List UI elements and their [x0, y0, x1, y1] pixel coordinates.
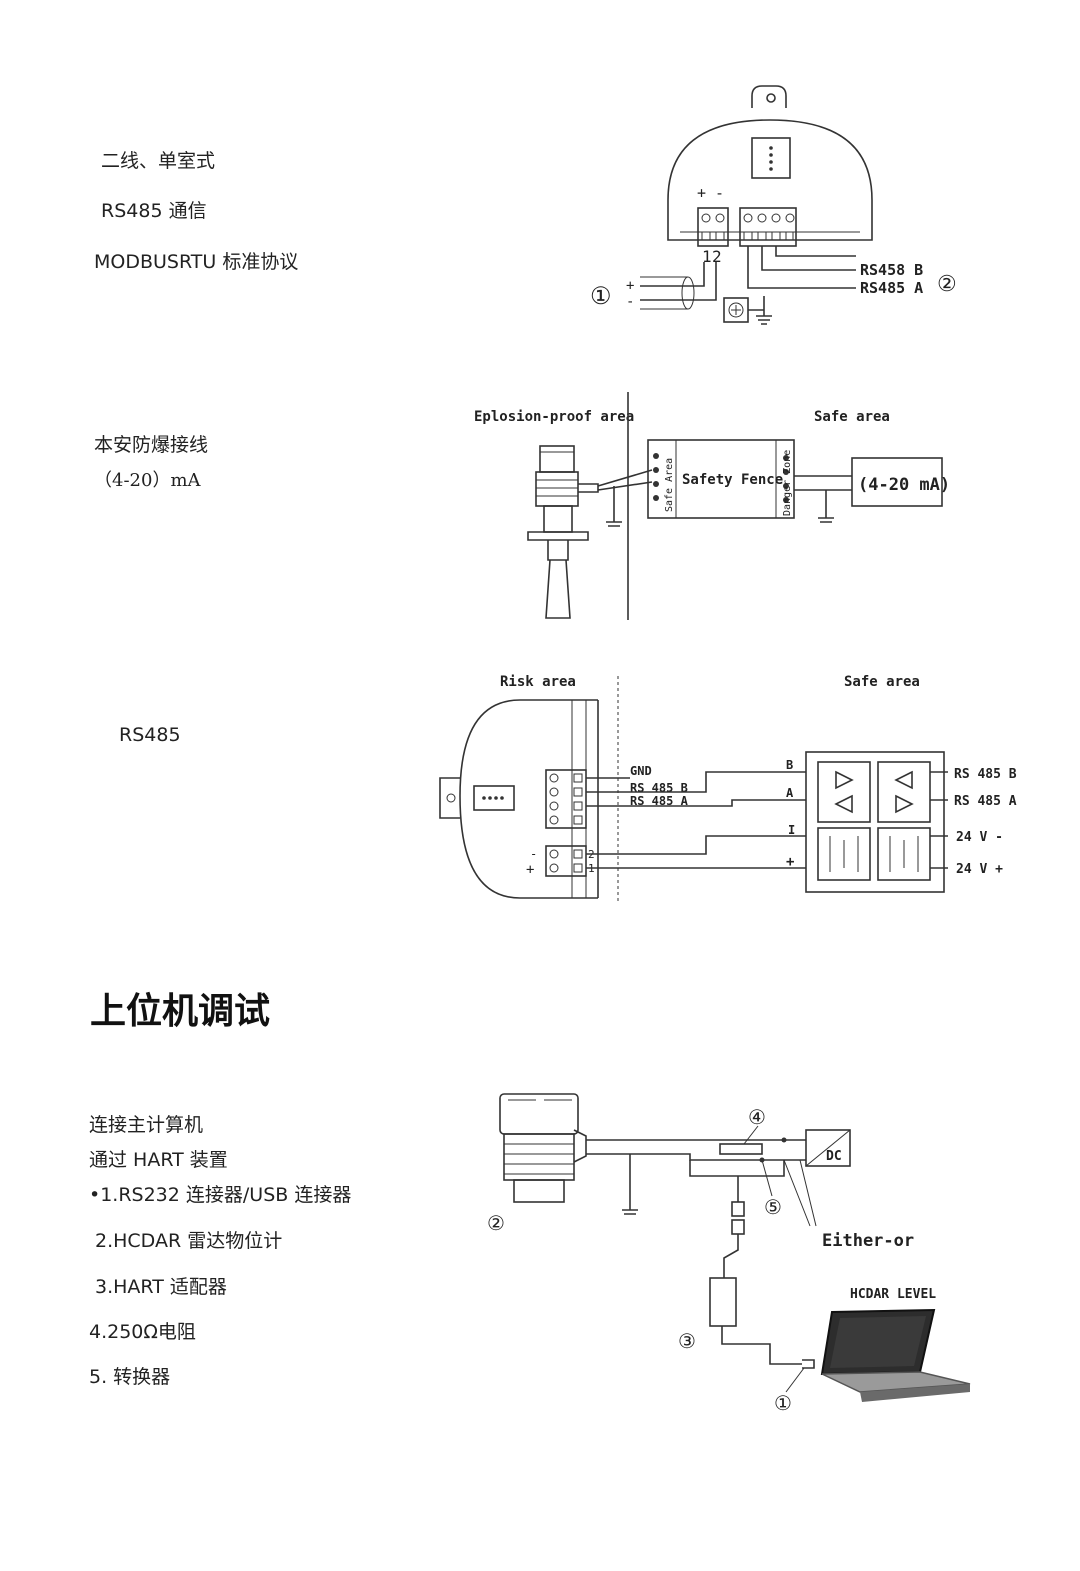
- v-minus-label: 24 V -: [956, 830, 1003, 845]
- text-item-5: 5. 转换器: [89, 1366, 171, 1388]
- minus-label-3: -: [530, 847, 537, 861]
- text-rs485: RS485: [119, 724, 181, 746]
- terminal-2-label: 2: [712, 247, 722, 266]
- safe-area-label: Safe area: [814, 409, 890, 425]
- gnd-label: GND: [630, 764, 652, 778]
- safe-area-side-label: Safe Area: [664, 458, 675, 512]
- safety-fence-label: Safety Fence: [682, 472, 783, 488]
- dc-label: DC: [826, 1149, 842, 1164]
- rs485-wiring-diagram: Risk area Safe area - + 2 1 GND RS 485 B…: [439, 674, 1017, 904]
- circle-5-label: ⑤: [764, 1195, 782, 1219]
- rs-a-label: RS485 A: [860, 279, 923, 297]
- text-via-hart: 通过 HART 装置: [89, 1149, 228, 1171]
- output-4-20-label: (4-20 mA): [858, 475, 950, 495]
- text-intrinsic-safe: 本安防爆接线: [94, 434, 209, 456]
- out-rs485a-label: RS 485 A: [954, 794, 1017, 809]
- circle-1-label: ①: [590, 282, 612, 310]
- text-item-3: 3.HART 适配器: [95, 1276, 227, 1298]
- text-rs485-comm: RS485 通信: [101, 200, 207, 222]
- b-label: B: [786, 758, 793, 772]
- hcdar-level-label: HCDAR LEVEL: [850, 1287, 936, 1302]
- two-wire-wiring-diagram: + - 1 2 RS458 B RS485 A ② ① + -: [590, 85, 957, 325]
- plus-label-3: +: [526, 862, 534, 878]
- v-plus-label: 24 V +: [956, 862, 1003, 877]
- either-or-label: Either-or: [822, 1231, 914, 1251]
- text-item-2: 2.HCDAR 雷达物位计: [95, 1230, 283, 1252]
- circle-2-label: ②: [937, 272, 957, 297]
- text-modbus: MODBUSRTU 标准协议: [94, 251, 299, 273]
- rs-b-label: RS458 B: [860, 261, 923, 279]
- out-rs485b-label: RS 485 B: [954, 767, 1017, 782]
- plus-label: +: [626, 278, 634, 294]
- a-label: A: [786, 786, 794, 800]
- text-4-20ma: （4-20）mA: [94, 470, 201, 491]
- minus-label: -: [626, 294, 634, 310]
- circle-2-label-4: ②: [487, 1211, 505, 1235]
- hart-connection-diagram: ② ④ ⑤ Either-or DC ③ ① HCDAR LEVEL: [487, 1093, 971, 1415]
- text-item-1: •1.RS232 连接器/USB 连接器: [89, 1184, 352, 1206]
- safe-area-label-3: Safe area: [844, 674, 920, 690]
- circle-4-label: ④: [748, 1105, 766, 1129]
- text-two-wire: 二线、单室式: [101, 150, 216, 172]
- risk-area-label: Risk area: [500, 674, 576, 690]
- plus-minus-label: + -: [697, 184, 724, 202]
- rs485a-label: RS 485 A: [630, 794, 689, 808]
- page-heading: 上位机调试: [90, 991, 271, 1032]
- text-item-4: 4.250Ω电阻: [89, 1321, 196, 1343]
- text-connect-host: 连接主计算机: [89, 1114, 204, 1136]
- danger-zone-label: Danger Zone: [782, 450, 793, 516]
- rs485b-label: RS 485 B: [630, 781, 688, 795]
- intrinsic-safety-diagram: Eplosion-proof area Safe area Safe Area …: [474, 392, 950, 620]
- circle-1-label-4: ①: [774, 1391, 792, 1415]
- explosion-area-label: Eplosion-proof area: [474, 409, 634, 425]
- i-label: I: [788, 823, 795, 837]
- terminal-1-label: 1: [702, 247, 712, 266]
- circle-3-label: ③: [678, 1329, 696, 1353]
- plus-label-3b: +: [786, 854, 794, 870]
